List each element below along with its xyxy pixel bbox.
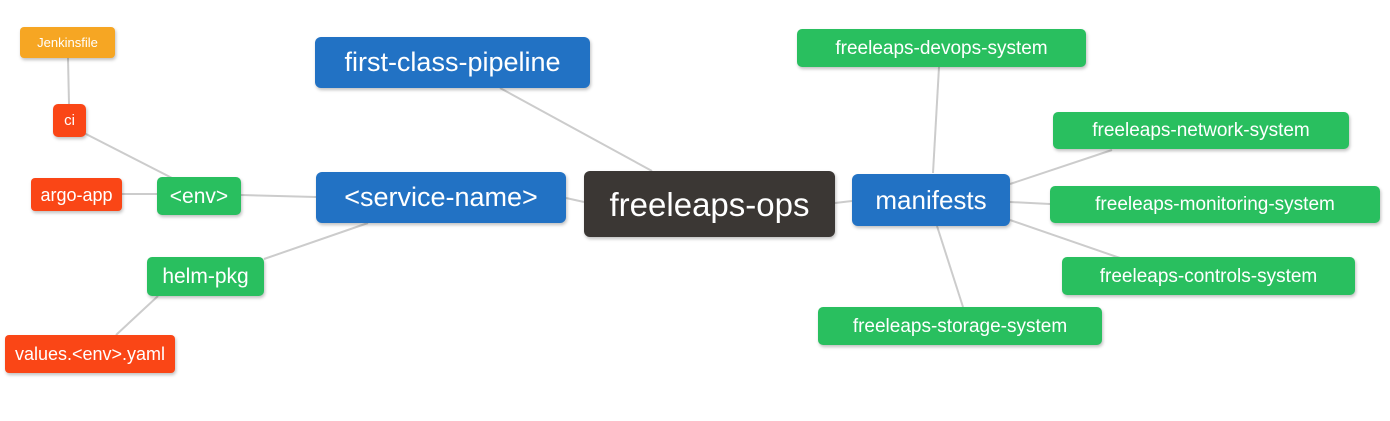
- edge-manifests-monitoring-system: [1009, 201, 1051, 205]
- node-first-class-pipeline[interactable]: first-class-pipeline: [315, 37, 590, 88]
- edge-env-service-name: [240, 194, 317, 198]
- edge-service-name-freeleaps-ops: [565, 197, 585, 203]
- node-manifests[interactable]: manifests: [852, 174, 1010, 226]
- edge-manifests-storage-system: [936, 225, 964, 308]
- edge-jenkinsfile-ci: [67, 57, 70, 105]
- node-jenkinsfile[interactable]: Jenkinsfile: [20, 27, 115, 58]
- edge-freeleaps-ops-manifests: [834, 200, 853, 204]
- node-values-env-yaml[interactable]: values.<env>.yaml: [5, 335, 175, 373]
- edge-helm-pkg-service-name: [263, 222, 369, 260]
- edge-manifests-devops-system: [932, 66, 940, 174]
- node-argo-app[interactable]: argo-app: [31, 178, 122, 211]
- edge-manifests-network-system: [1009, 149, 1113, 185]
- node-monitoring-system[interactable]: freeleaps-monitoring-system: [1050, 186, 1380, 223]
- node-service-name[interactable]: <service-name>: [316, 172, 566, 223]
- edge-helm-pkg-values-env-yaml: [115, 295, 159, 336]
- node-ci[interactable]: ci: [53, 104, 86, 137]
- edge-ci-env: [83, 132, 173, 179]
- node-devops-system[interactable]: freeleaps-devops-system: [797, 29, 1086, 67]
- node-controls-system[interactable]: freeleaps-controls-system: [1062, 257, 1355, 295]
- edge-first-class-pipeline-freeleaps-ops: [499, 87, 653, 172]
- edge-manifests-controls-system: [1009, 219, 1121, 259]
- node-network-system[interactable]: freeleaps-network-system: [1053, 112, 1349, 149]
- node-storage-system[interactable]: freeleaps-storage-system: [818, 307, 1102, 345]
- node-freeleaps-ops[interactable]: freeleaps-ops: [584, 171, 835, 237]
- node-env[interactable]: <env>: [157, 177, 241, 215]
- node-helm-pkg[interactable]: helm-pkg: [147, 257, 264, 296]
